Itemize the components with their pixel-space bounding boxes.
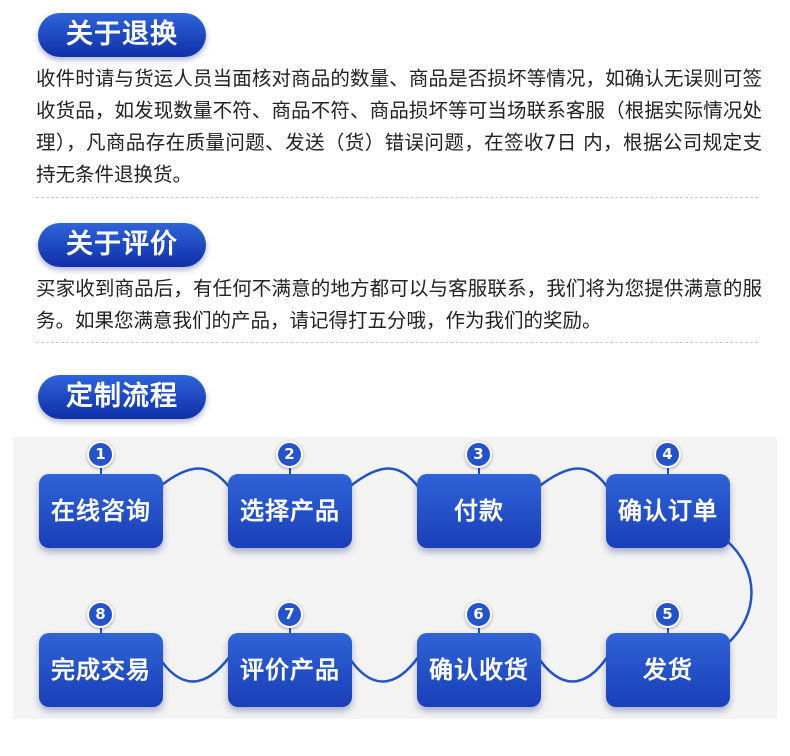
step-1: 在线咨询 [39, 474, 163, 548]
step-3: 付款 [417, 474, 541, 548]
step-number-badge: 6 [465, 601, 492, 628]
step-number-badge: 8 [87, 601, 114, 628]
step-label: 确认订单 [618, 497, 718, 525]
step-label: 发货 [643, 656, 693, 684]
badge-pin [478, 622, 480, 636]
step-7: 评价产品 [228, 633, 352, 707]
badge-pin [667, 462, 669, 476]
step-number-badge: 2 [276, 441, 303, 468]
divider [36, 197, 758, 198]
badge-pin [289, 622, 291, 636]
step-6: 确认收货 [417, 633, 541, 707]
step-label: 付款 [454, 497, 504, 525]
section-title-returns: 关于退换 [38, 13, 206, 57]
step-label: 在线咨询 [51, 497, 151, 525]
step-8: 完成交易 [39, 633, 163, 707]
badge-pin [289, 462, 291, 476]
step-label: 完成交易 [51, 656, 151, 684]
badge-pin [667, 622, 669, 636]
badge-pin [100, 462, 102, 476]
step-label: 确认收货 [429, 656, 529, 684]
step-label: 评价产品 [240, 656, 340, 684]
section-title-reviews: 关于评价 [38, 223, 206, 267]
step-number-badge: 5 [654, 601, 681, 628]
badge-pin [478, 462, 480, 476]
step-number-badge: 7 [276, 601, 303, 628]
step-2: 选择产品 [228, 474, 352, 548]
divider [36, 342, 758, 343]
step-4: 确认订单 [606, 474, 730, 548]
step-number-badge: 4 [654, 441, 681, 468]
returns-text: 收件时请与货运人员当面核对商品的数量、商品是否损坏等情况，如确认无误则可签收货品… [36, 67, 762, 186]
step-number-badge: 1 [87, 441, 114, 468]
badge-pin [100, 622, 102, 636]
section-title-process: 定制流程 [38, 375, 206, 419]
step-5: 发货 [606, 633, 730, 707]
step-label: 选择产品 [240, 497, 340, 525]
reviews-text: 买家收到商品后，有任何不满意的地方都可以与客服联系，我们将为您提供满意的服务。如… [36, 277, 762, 332]
step-number-badge: 3 [465, 441, 492, 468]
